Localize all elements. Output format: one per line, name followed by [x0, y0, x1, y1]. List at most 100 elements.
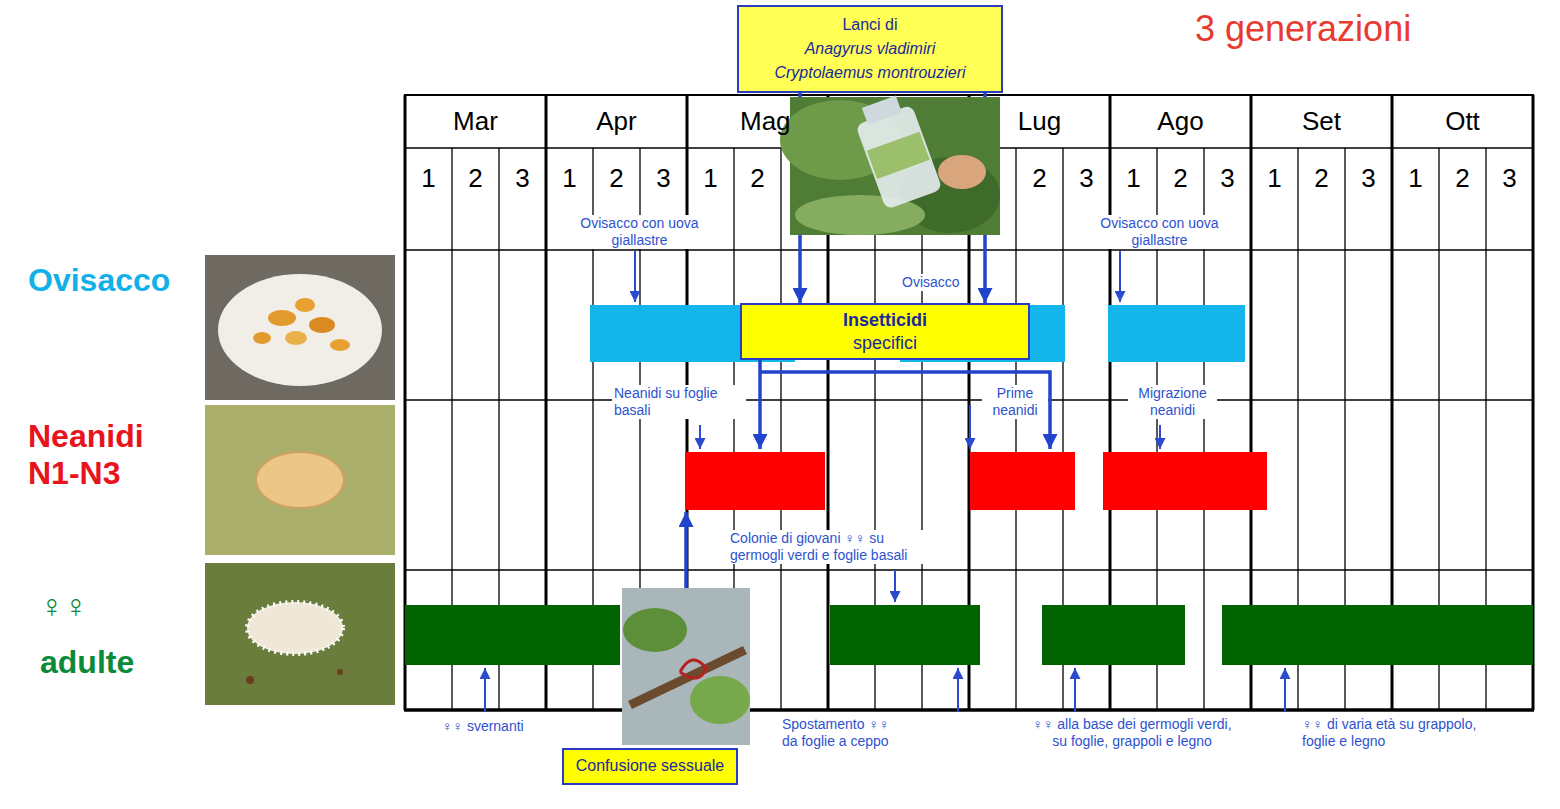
treatment-arrow: [684, 512, 688, 590]
month-label: Mar: [405, 95, 546, 148]
grid-line: [404, 249, 1534, 251]
dispenser-photo: [622, 588, 750, 745]
spot: [246, 676, 254, 684]
annotation: Neanidi su foglie basali: [612, 385, 746, 419]
leader-line: [634, 251, 636, 302]
egg: [285, 331, 307, 345]
grid-line: [780, 148, 781, 710]
decade-number: 3: [1063, 160, 1110, 196]
photo-ground: [205, 405, 395, 555]
month-label: Set: [1251, 95, 1392, 148]
adult-photo: [205, 563, 395, 705]
pheromone-dispenser: [680, 660, 706, 678]
box-text: Lanci di: [765, 13, 975, 37]
decade-number: 3: [1345, 160, 1392, 196]
leaf: [690, 676, 750, 724]
nymph-bar: [685, 452, 825, 510]
leader-lines: [485, 251, 1285, 712]
egg: [295, 298, 315, 312]
timeline-grid: [404, 95, 1534, 710]
annotation: Ovisacco con uova giallastre: [570, 215, 709, 249]
adult-bar: [830, 605, 980, 665]
callout-box: Confusione sessuale: [562, 748, 739, 785]
adult-bar: [405, 605, 620, 665]
adult-female: [247, 602, 343, 654]
decade-number: 1: [687, 160, 734, 196]
leader-line: [957, 668, 959, 712]
leader-line: [969, 405, 971, 449]
decade-number: 1: [1392, 160, 1439, 196]
egg-sac: [218, 274, 382, 386]
egg-sac-photo: [205, 255, 395, 400]
row-header: Ovisacco: [28, 262, 170, 299]
photo-ground: [205, 563, 395, 705]
leader-line: [1074, 668, 1076, 712]
egg-sac-bar: [1108, 305, 1245, 362]
month-label: Ago: [1110, 95, 1251, 148]
annotation: ♀♀ di varia età su grappolo, foglie e le…: [1300, 716, 1489, 750]
box-text: specifici: [752, 332, 1018, 355]
adult-bar: [1222, 605, 1533, 665]
annotation: ♀♀ svernanti: [440, 718, 526, 735]
nymph: [256, 452, 344, 508]
treatment-arrow: [760, 372, 1050, 449]
grid-line: [404, 399, 1534, 401]
egg: [268, 310, 296, 326]
bottle-neck: [862, 96, 902, 125]
decade-number: 1: [1110, 160, 1157, 196]
decade-number: 2: [734, 160, 781, 196]
leader-line: [699, 425, 701, 449]
release-photo: [780, 91, 1000, 235]
egg: [330, 339, 350, 351]
decade-number: 2: [1157, 160, 1204, 196]
grid-line: [404, 94, 1534, 96]
leader-line: [484, 668, 486, 712]
hand: [938, 155, 986, 189]
decade-number: 2: [1439, 160, 1486, 196]
decade-number: 3: [1486, 160, 1533, 196]
photo-ground: [622, 588, 750, 745]
egg: [309, 317, 335, 333]
treatment-arrow: [758, 350, 762, 449]
callout-box: Insetticidispecifici: [740, 303, 1030, 360]
bottle-label: [867, 132, 930, 179]
egg: [253, 332, 271, 344]
annotation: ♀♀ alla base dei germogli verdi, su fogl…: [1030, 716, 1234, 750]
leaf: [623, 608, 687, 652]
annotation: Ovisacco con uova giallastre: [1090, 215, 1229, 249]
decade-number: 2: [1016, 160, 1063, 196]
decade-number: 1: [546, 160, 593, 196]
grid-line: [1015, 148, 1016, 710]
annotation: Spostamento ♀♀ da foglie a ceppo: [780, 716, 902, 750]
nymph-bar: [1103, 452, 1267, 510]
decade-number: 2: [593, 160, 640, 196]
leader-line: [1159, 425, 1161, 449]
row-header: Neanidi N1-N3: [28, 418, 193, 492]
annotation: Migrazione neanidi: [1128, 385, 1217, 419]
decade-number: 3: [499, 160, 546, 196]
decade-number: 2: [452, 160, 499, 196]
chart-title: 3 generazioni: [1195, 8, 1411, 50]
decade-number: 3: [640, 160, 687, 196]
spot: [337, 669, 343, 675]
row-header: ♀♀ adulte: [40, 578, 180, 690]
grid-line: [404, 708, 1534, 712]
adult-bar: [1042, 605, 1185, 665]
leader-line: [894, 570, 896, 602]
month-label: Apr: [546, 95, 687, 148]
decade-number: 3: [1204, 160, 1251, 196]
box-text: Anagyrus vladimiri Cryptolaemus montrouz…: [765, 37, 975, 85]
month-label: Mag: [740, 95, 786, 148]
nymph-bar: [970, 452, 1075, 510]
vine-cane: [630, 650, 745, 705]
callout-box: Lanci diAnagyrus vladimiri Cryptolaemus …: [737, 5, 1003, 93]
leader-line: [1284, 668, 1286, 712]
month-label: Ott: [1392, 95, 1533, 148]
decade-number: 2: [1298, 160, 1345, 196]
photo-ground: [205, 255, 395, 400]
decade-number: 1: [405, 160, 452, 196]
grid-line: [404, 569, 1534, 571]
nymph-photo: [205, 405, 395, 555]
decade-number: 1: [1251, 160, 1298, 196]
annotation: Colonie di giovani ♀♀ su germogli verdi …: [728, 530, 927, 564]
